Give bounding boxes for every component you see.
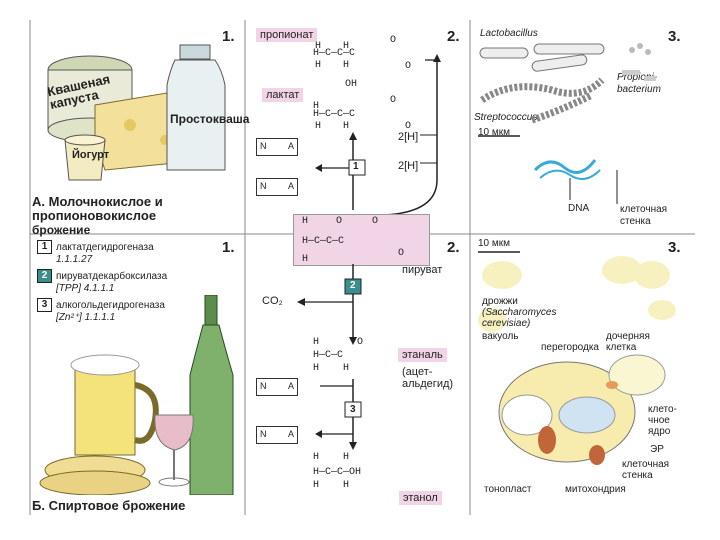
svg-text:O: O [390, 35, 396, 46]
svg-text:O: O [372, 216, 378, 227]
svg-text:H: H [315, 121, 321, 132]
pyruvate-label: пируват [402, 264, 443, 276]
section-b-number-3: 3. [668, 239, 681, 256]
hydrogen-label-1: 2[H] [398, 131, 419, 143]
svg-text:H: H [343, 363, 349, 374]
cell-wall-pointer-a [616, 170, 618, 204]
vacuole-label: вакуоль [482, 331, 519, 342]
svg-text:H: H [302, 216, 308, 227]
svg-text:H: H [315, 41, 321, 52]
section-a-title-1: А. Молочнокислое и [32, 194, 163, 209]
svg-text:O: O [336, 216, 342, 227]
svg-text:OH: OH [345, 79, 357, 90]
beer-wine-illustration [39, 295, 234, 495]
svg-text:H: H [313, 101, 319, 112]
svg-text:H: H [343, 60, 349, 71]
propionate-label: пропионат [256, 28, 318, 42]
lactate-label: лактат [262, 88, 304, 102]
kvasha-label: Простокваша [170, 112, 250, 126]
svg-text:O: O [405, 61, 411, 72]
section-a-number-1: 1. [222, 28, 235, 45]
hydrogen-label-2: 2[H] [398, 160, 419, 172]
section-a-number-3: 3. [668, 28, 681, 45]
scale-bar-b: 10 мкм [478, 238, 511, 249]
dna-illustration [533, 159, 601, 200]
scale-bar-a: 10 мкм [478, 127, 511, 138]
svg-text:H: H [313, 452, 319, 463]
yeast-label: дрожжи (Saccharomyces cerevisiae) [482, 296, 557, 329]
svg-text:H—C—C—C: H—C—C—C [302, 236, 344, 247]
co2-label: CO₂ [262, 295, 283, 307]
pyruvate-box: H O O H—C—C—C H O [293, 214, 430, 266]
section-a-title-3: брожение [32, 223, 91, 237]
er-label: ЭР [650, 444, 664, 455]
enzyme-marker-3: 3 [350, 404, 356, 415]
svg-text:H—C—C—C: H—C—C—C [313, 109, 355, 120]
svg-text:H: H [343, 480, 349, 491]
tonoplast-label: тонопласт [484, 484, 532, 495]
section-b-number-2: 2. [447, 239, 460, 256]
svg-text:O: O [405, 121, 411, 132]
ethanol-label: этанол [399, 491, 442, 505]
pathway-b: H O H—C—C H H H H H—C—C—OH H H [297, 264, 363, 491]
svg-text:O: O [390, 95, 396, 106]
enzyme-marker-1: 1 [353, 161, 359, 172]
section-b-title: Б. Спиртовое брожение [32, 498, 186, 513]
svg-text:H: H [302, 254, 308, 265]
svg-text:H: H [343, 452, 349, 463]
svg-text:H: H [313, 363, 319, 374]
svg-text:H—C—C: H—C—C [313, 350, 343, 361]
ethanal-label: этаналь [398, 348, 447, 362]
section-a-number-2: 2. [447, 28, 460, 45]
svg-text:H: H [343, 41, 349, 52]
bacteria-illustration [478, 43, 656, 137]
propionibacterium-label: Propioni-bacterium [617, 72, 661, 95]
svg-text:H: H [343, 121, 349, 132]
septum-label: перегородка [541, 342, 599, 353]
svg-text:H—C—C—OH: H—C—C—OH [313, 467, 361, 478]
lactobacillus-label: Lactobacillus [480, 28, 538, 39]
acetaldehyde-label: (ацет-альдегид) [402, 366, 454, 390]
yeast-illustration [478, 251, 676, 465]
svg-text:H: H [315, 60, 321, 71]
section-a-title-2: пропионовокислое [32, 208, 157, 223]
streptococcus-label: Streptococcus [474, 112, 538, 123]
svg-text:O: O [398, 248, 404, 259]
dna-label: DNA [568, 203, 590, 214]
enzyme-marker-2: 2 [350, 280, 356, 291]
svg-text:H: H [313, 337, 319, 348]
svg-text:H—C—C—C: H—C—C—C [313, 48, 355, 59]
yogurt-label: Йогурт [72, 149, 110, 161]
svg-text:H: H [313, 480, 319, 491]
mitochondrion-label: митохондрия [565, 484, 626, 495]
svg-text:O: O [357, 337, 363, 348]
section-b-number-1: 1. [222, 239, 235, 256]
dairy-products-illustration [47, 44, 226, 181]
